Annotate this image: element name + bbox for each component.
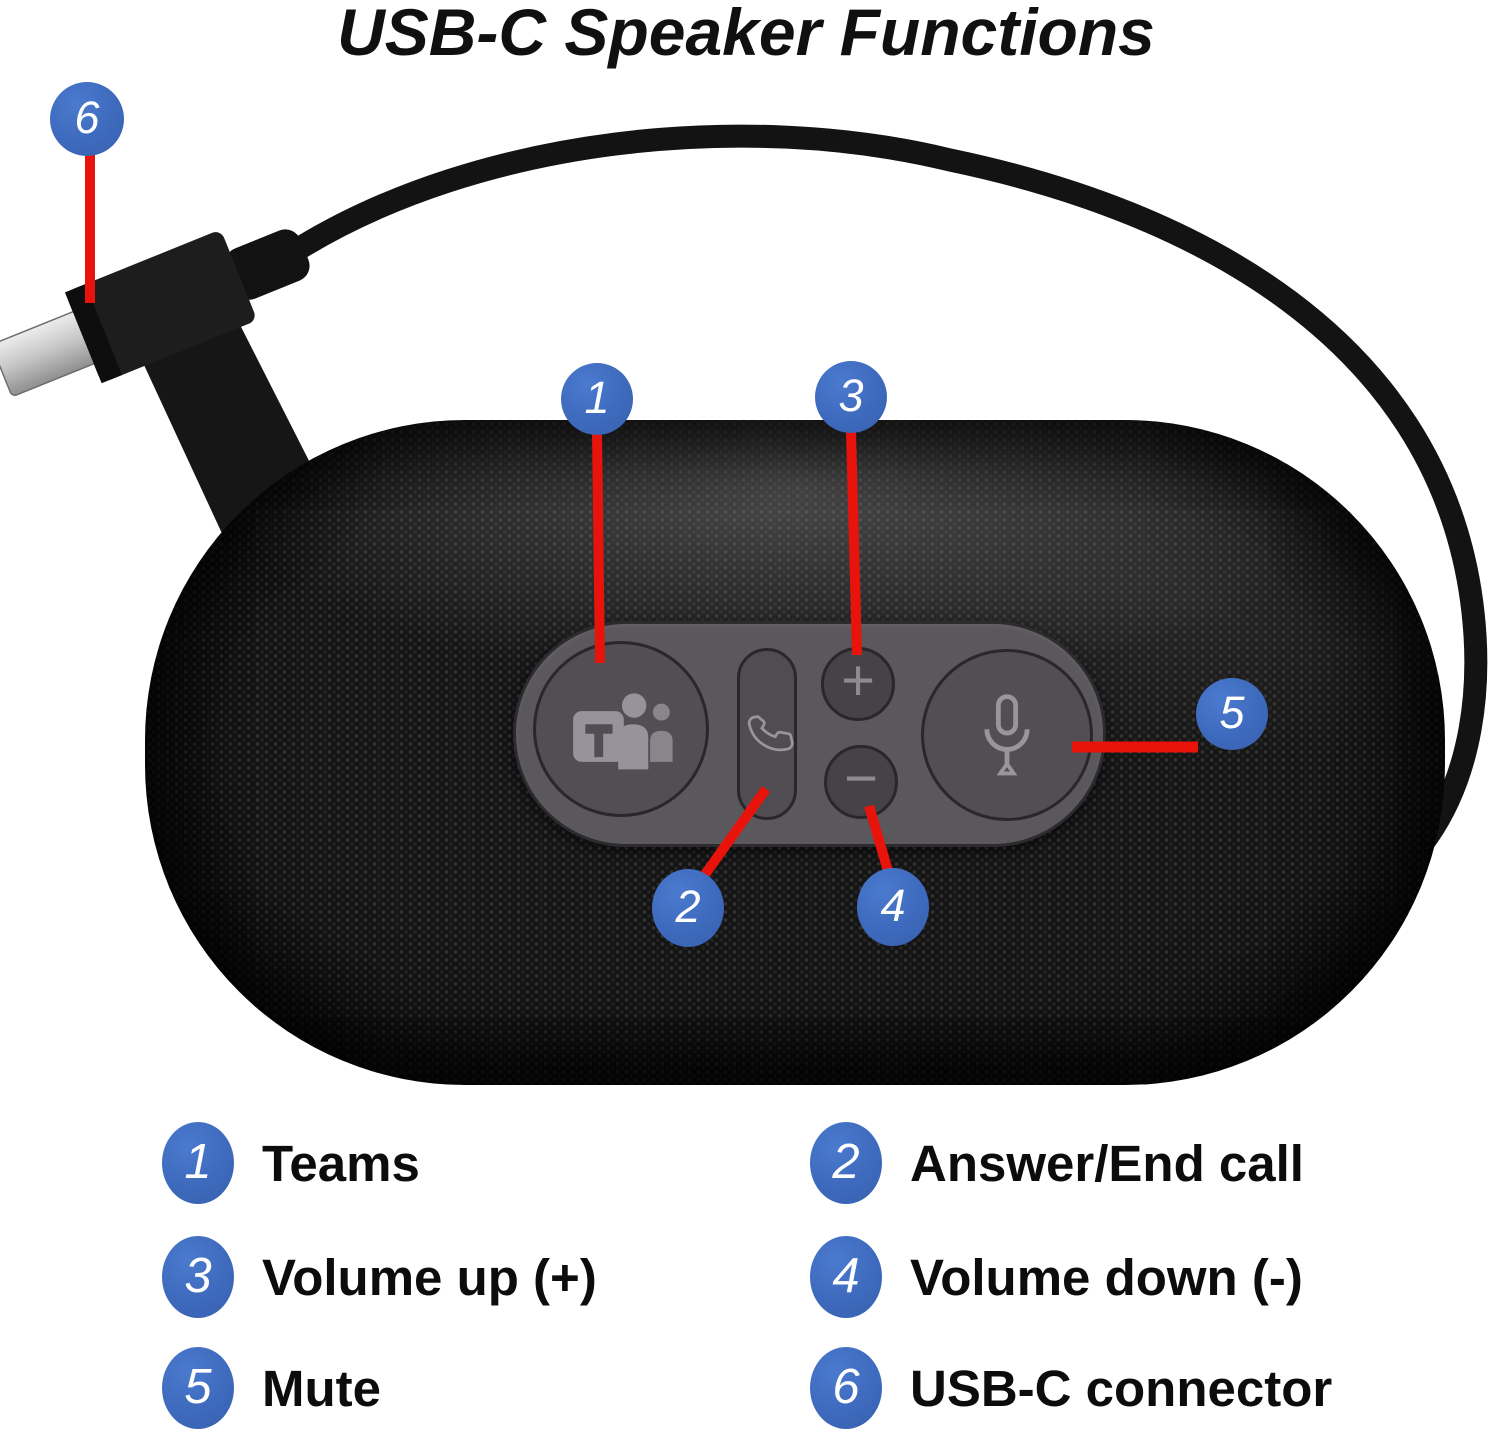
phone-icon (747, 715, 794, 752)
callout-badge-answer-end-call: 2 (652, 869, 724, 947)
mute-button (921, 649, 1093, 821)
legend-number: 4 (832, 1249, 860, 1303)
legend-label: Answer/End call (910, 1134, 1304, 1192)
legend-label: Mute (262, 1359, 381, 1417)
legend-number: 1 (184, 1135, 212, 1189)
speaker-device: + − (145, 420, 1445, 1085)
legend-badge-1: 1 (162, 1122, 234, 1204)
control-panel: + − (513, 621, 1106, 847)
legend-item-volume-down: 4 Volume down (-) (810, 1236, 1303, 1318)
plus-icon: + (841, 648, 875, 713)
legend-badge-3: 3 (162, 1236, 234, 1318)
teams-button (533, 641, 709, 817)
minus-icon: − (844, 746, 878, 811)
usb-c-connector (0, 229, 310, 396)
legend-badge-2: 2 (810, 1122, 882, 1204)
callout-badge-mute: 5 (1196, 678, 1268, 750)
legend-item-teams: 1 Teams (162, 1122, 420, 1204)
teams-icon (573, 693, 673, 770)
legend-badge-5: 5 (162, 1347, 234, 1429)
callout-badge-volume-down: 4 (857, 868, 929, 946)
volume-down-button: − (824, 745, 898, 819)
microphone-icon (984, 694, 1030, 776)
callout-number: 2 (675, 881, 701, 932)
legend-label: Volume down (-) (910, 1248, 1303, 1306)
legend-number: 3 (184, 1249, 212, 1303)
legend-label: USB-C connector (910, 1359, 1333, 1417)
callout-badge-volume-up: 3 (815, 361, 887, 433)
legend-item-answer-end-call: 2 Answer/End call (810, 1122, 1304, 1204)
callout-badge-teams: 1 (561, 363, 633, 435)
legend-item-volume-up: 3 Volume up (+) (162, 1236, 597, 1318)
legend-item-usb-c-connector: 6 USB-C connector (810, 1347, 1332, 1429)
legend-label: Volume up (+) (262, 1248, 597, 1306)
callout-number: 4 (880, 880, 906, 931)
callout-number: 6 (74, 92, 100, 143)
callout-number: 3 (838, 370, 864, 421)
legend-number: 5 (184, 1360, 212, 1414)
callout-number: 5 (1219, 687, 1245, 738)
callout-badge-usb-c: 6 (50, 82, 124, 156)
page-title: USB-C Speaker Functions (337, 0, 1155, 69)
legend-item-mute: 5 Mute (162, 1347, 381, 1429)
volume-up-button: + (821, 647, 895, 721)
legend-badge-4: 4 (810, 1236, 882, 1318)
callout-number: 1 (584, 372, 610, 423)
legend-label: Teams (262, 1134, 420, 1192)
legend-badge-6: 6 (810, 1347, 882, 1429)
answer-end-call-button (737, 648, 797, 820)
legend-number: 6 (832, 1360, 860, 1414)
legend-number: 2 (832, 1135, 860, 1189)
